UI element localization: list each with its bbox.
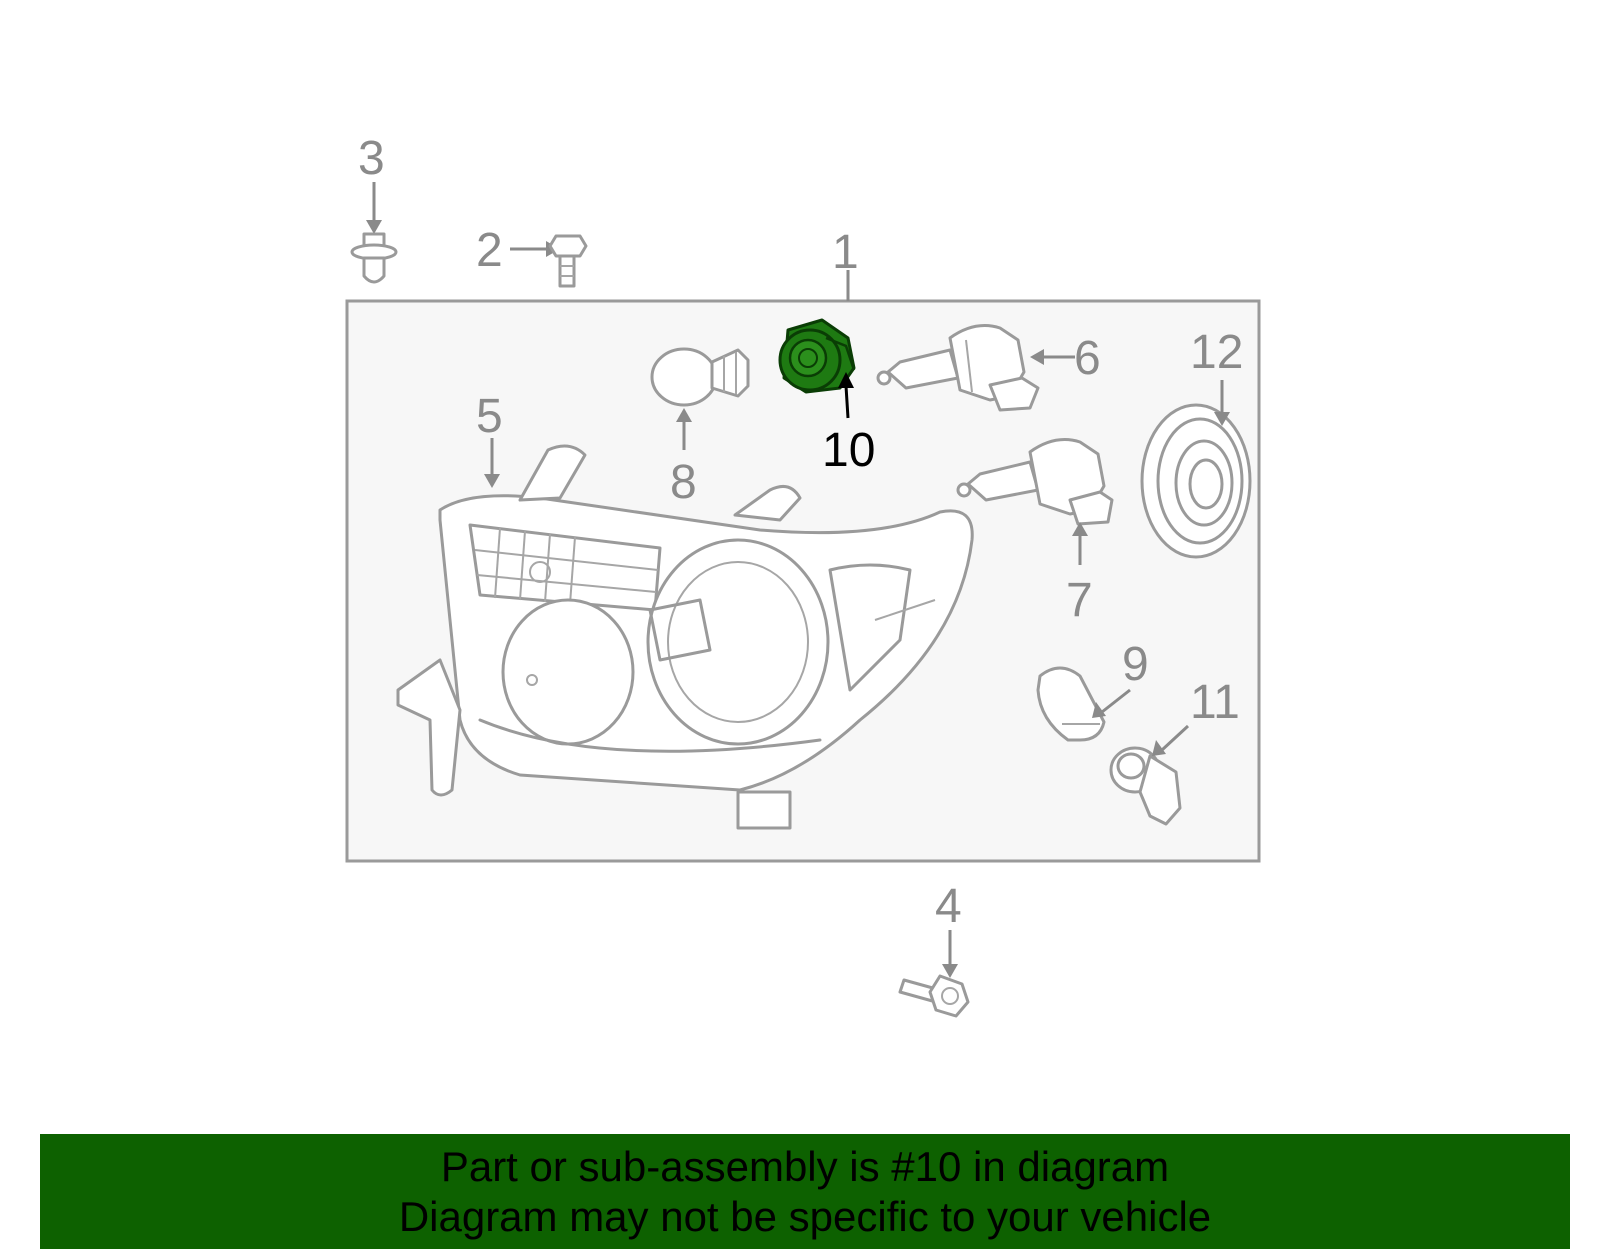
callout-1: 1: [832, 226, 859, 279]
callout-4: 4: [935, 880, 962, 933]
info-banner: Part or sub-assembly is #10 in diagram D…: [40, 1134, 1570, 1249]
callout-7: 7: [1066, 574, 1093, 627]
callout-2: 2: [476, 224, 503, 277]
callout-5: 5: [476, 390, 503, 443]
part-6-headlamp-bulb: [876, 324, 1075, 412]
part-2-bolt: [510, 234, 588, 288]
part-12-dust-cover: [1140, 380, 1252, 559]
part-8-bulb: [650, 347, 750, 450]
part-10-socket-highlighted: [778, 318, 856, 419]
callout-11: 11: [1190, 676, 1240, 729]
callout-10: 10: [822, 424, 875, 477]
part-11-socket: [1109, 724, 1190, 826]
banner-part-line: Part or sub-assembly is #10 in diagram: [440, 1143, 1170, 1190]
part-4-bolt: [898, 930, 970, 1018]
callout-6: 6: [1074, 332, 1101, 385]
part-5-headlamp-housing: [396, 438, 974, 830]
part-3-clip: [350, 182, 398, 284]
callout-8: 8: [670, 456, 697, 509]
callout-12: 12: [1190, 326, 1243, 379]
callout-9: 9: [1122, 638, 1149, 691]
callout-3: 3: [358, 132, 385, 185]
part-7-headlamp-bulb: [956, 438, 1114, 565]
banner-disclaimer-line: Diagram may not be specific to your vehi…: [398, 1193, 1212, 1240]
part-9-wedge-bulb: [1036, 666, 1131, 742]
